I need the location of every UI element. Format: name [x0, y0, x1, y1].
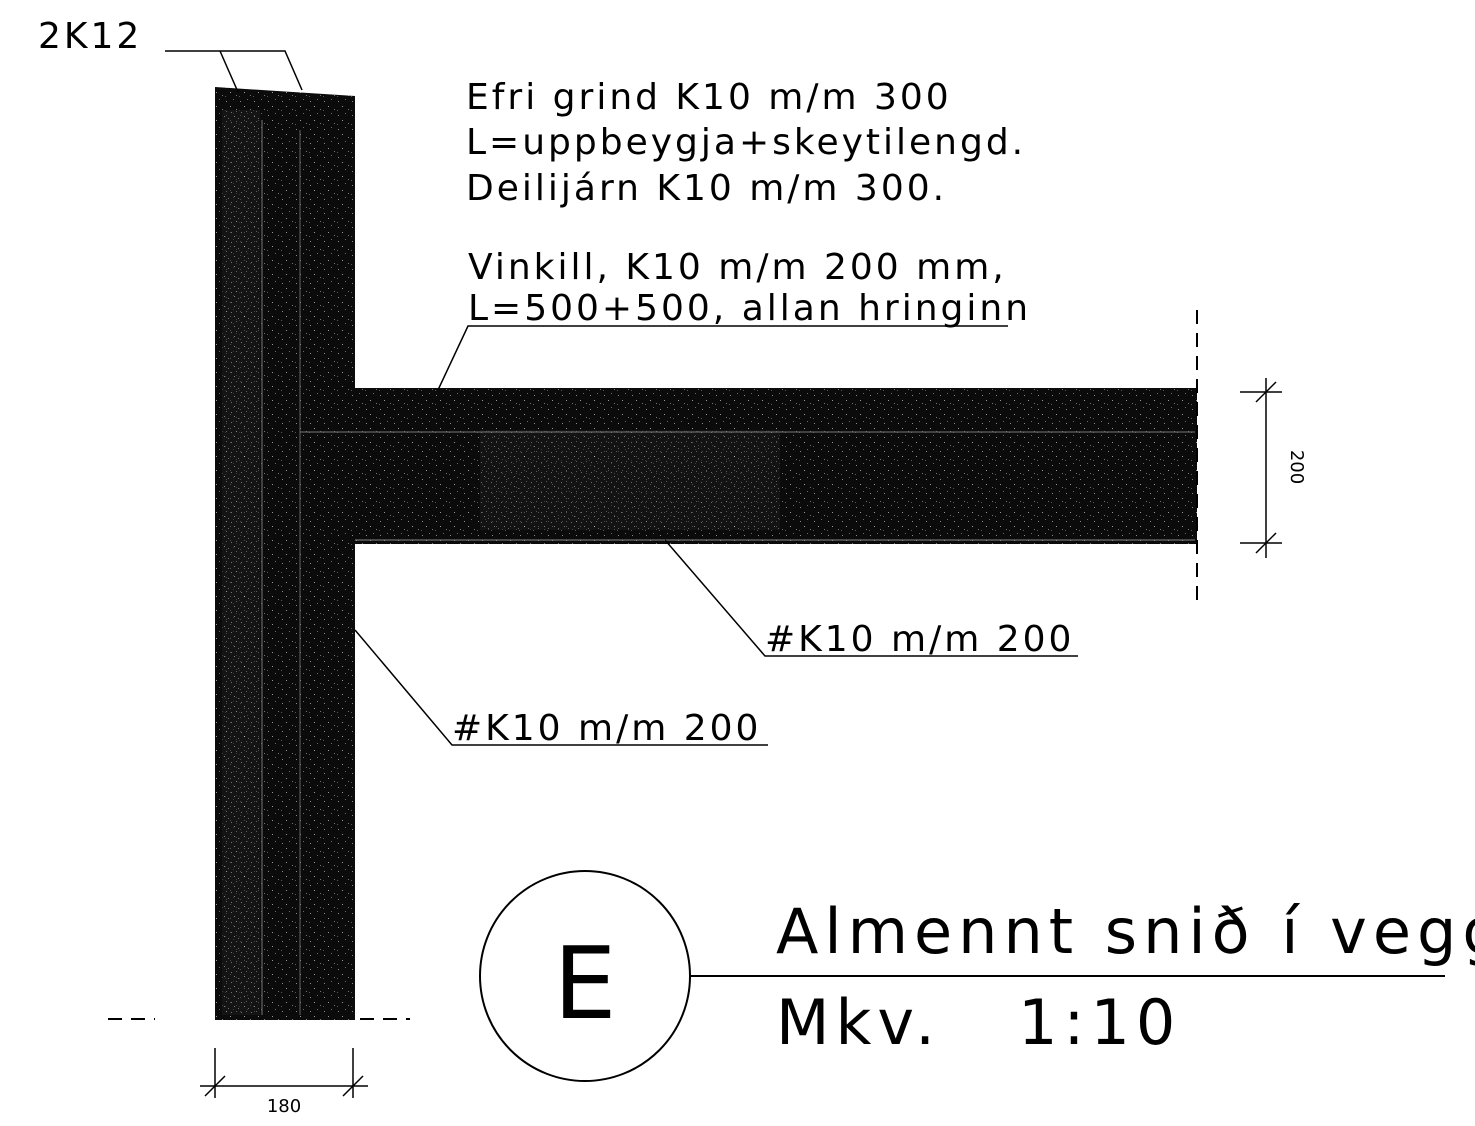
- section-marker: [479, 870, 1445, 1082]
- section-title: Almennt snið í vegg: [776, 895, 1475, 968]
- angle-bar-label-line2: L=500+500, allan hringinn: [468, 288, 1031, 329]
- section-scale: Mkv. 1:10: [776, 986, 1181, 1059]
- angle-bar-label-line1: Vinkill, K10 m/m 200 mm,: [468, 247, 1007, 288]
- leader-lines: [165, 50, 1078, 746]
- slab-mesh-label: #K10 m/m 200: [765, 619, 1074, 660]
- section-letter: E: [553, 925, 616, 1042]
- wall-thickness-dimension: [200, 1048, 368, 1098]
- upper-grid-label-line2: L=uppbeygja+skeytilengd.: [466, 122, 1026, 163]
- upper-grid-label-line1: Efri grind K10 m/m 300: [466, 77, 952, 118]
- top-bars-label: 2K12: [38, 16, 142, 57]
- break-lines: [108, 310, 1198, 1020]
- slab-section: [300, 388, 1197, 544]
- slab-thickness-value: 200: [1286, 450, 1307, 484]
- upper-grid-label-line3: Deilijárn K10 m/m 300.: [466, 168, 947, 209]
- wall-thickness-value: 180: [267, 1096, 301, 1117]
- wall-section: [215, 87, 355, 1020]
- slab-thickness-dimension: [1240, 378, 1282, 558]
- wall-mesh-label: #K10 m/m 200: [452, 708, 761, 749]
